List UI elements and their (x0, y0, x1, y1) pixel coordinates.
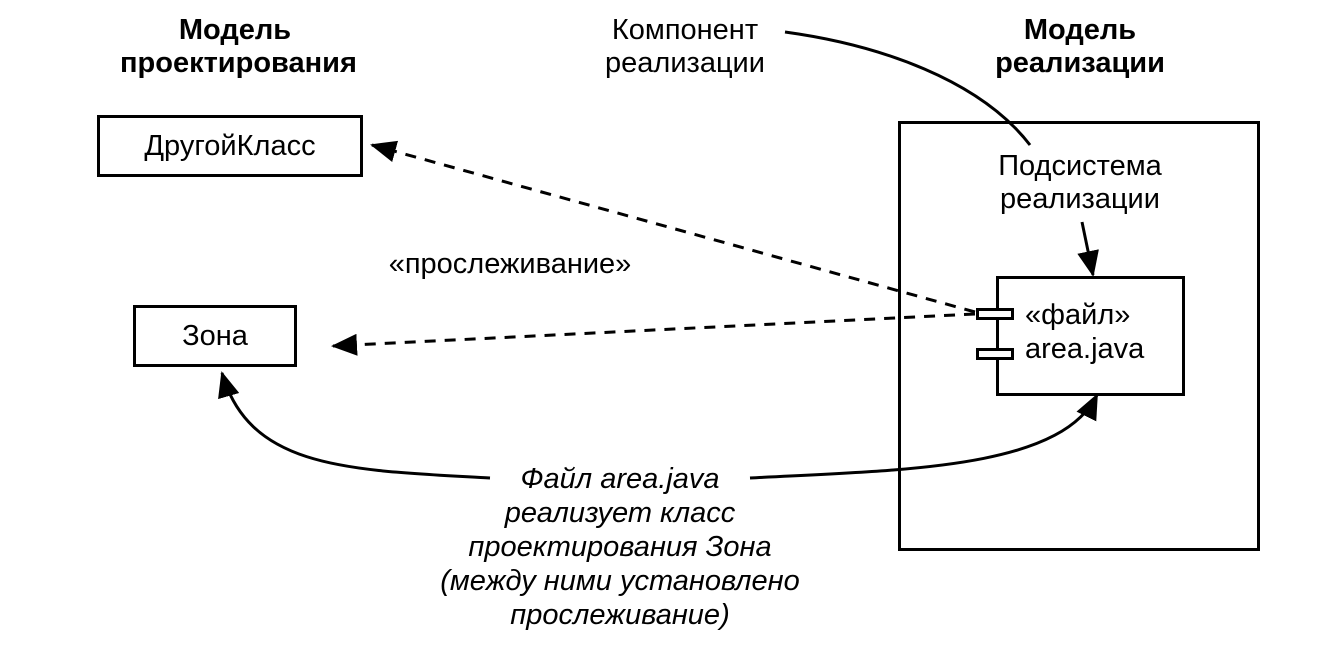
note-line3: проектирования Зона (468, 531, 772, 563)
note-to-zone-line (218, 371, 491, 480)
trace-dependency-zone (331, 312, 976, 356)
subsystem-callout-arrow (1077, 221, 1099, 277)
design-model-header: Модель проектирования (120, 14, 357, 80)
design-model-header-line2: проектирования (120, 47, 357, 79)
note-to-component-line (749, 393, 1099, 480)
class-zone-name: Зона (182, 319, 248, 352)
note-line1: Файл area.java (520, 463, 720, 495)
note-line4: (между ними установлено (440, 565, 800, 597)
component-callout-line2: реализации (605, 47, 765, 79)
implementation-model-header-line1: Модель (1023, 14, 1137, 46)
component-area-java[interactable]: «файл» area.java (996, 276, 1185, 396)
note-line2: реализует класс (504, 497, 736, 529)
component-stereotype: «файл» (1025, 299, 1131, 331)
trace-dependency-other-class (370, 140, 976, 314)
component-port-upper (976, 308, 1014, 320)
component-port-lower (976, 348, 1014, 360)
component-name: area.java (1025, 333, 1145, 365)
component-callout-line1: Компонент (611, 14, 759, 46)
trace-stereotype-label: «прослеживание» (388, 248, 632, 280)
note-line5: прослеживание) (510, 599, 730, 631)
implementation-model-header-line2: реализации (995, 47, 1165, 79)
subsystem-label-line2: реализации (1000, 183, 1160, 215)
class-zone[interactable]: Зона (133, 305, 297, 367)
class-other-class-name: ДругойКласс (144, 129, 316, 162)
subsystem-label: Подсистема реализации (965, 150, 1195, 216)
note-text: Файл area.java реализует класс проектиро… (385, 462, 855, 632)
subsystem-label-line1: Подсистема (998, 150, 1162, 182)
implementation-subsystem[interactable] (898, 121, 1260, 551)
design-model-header-line1: Модель (178, 14, 292, 46)
component-callout: Компонент реализации (580, 14, 790, 80)
class-other-class[interactable]: ДругойКласс (97, 115, 363, 177)
implementation-model-header: Модель реализации (970, 14, 1190, 80)
